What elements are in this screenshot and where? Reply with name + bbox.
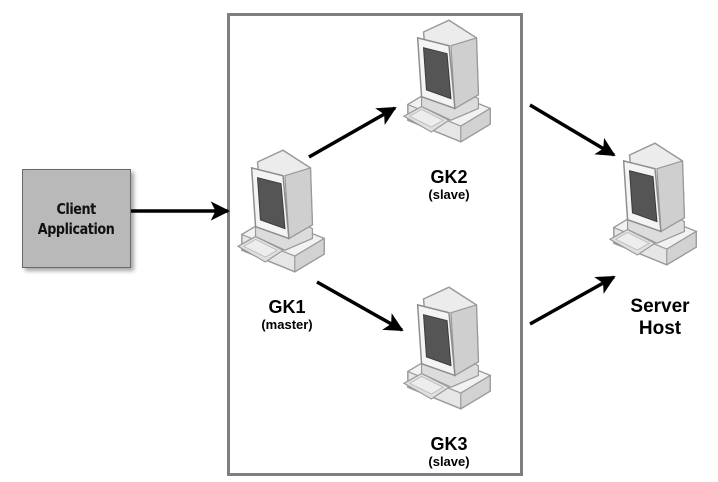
arrow-gk1-to-gk2 (308, 106, 397, 159)
client-label-line1: Client (56, 199, 97, 218)
server-label-line2: Host (638, 318, 682, 339)
client-label-line2: Application (38, 219, 115, 238)
gk3-name: GK3 (430, 434, 468, 454)
gk1-label: GK1 (master) (227, 297, 347, 333)
gk2-label: GK2 (slave) (389, 167, 509, 203)
gk1-name: GK1 (268, 297, 306, 317)
gk3-role: (slave) (428, 454, 470, 469)
gk1-role: (master) (261, 317, 313, 332)
gk3-label: GK3 (slave) (389, 434, 509, 470)
gk2-computer-icon[interactable] (400, 18, 498, 146)
server-host-computer-icon[interactable] (606, 141, 704, 269)
client-application-box[interactable]: Client Application (22, 169, 131, 268)
server-label-line1: Server (630, 296, 690, 317)
gk3-computer-icon[interactable] (400, 285, 498, 413)
gk1-computer-icon[interactable] (234, 148, 332, 276)
gk2-name: GK2 (430, 167, 468, 187)
arrow-gk1-to-gk3 (316, 280, 404, 332)
gk2-role: (slave) (428, 187, 470, 202)
server-host-label: Server Host (600, 296, 718, 340)
arrow-gk2-to-server (529, 103, 616, 157)
gatekeeper-cluster-box (227, 13, 523, 476)
arrow-gk3-to-server (529, 275, 616, 326)
